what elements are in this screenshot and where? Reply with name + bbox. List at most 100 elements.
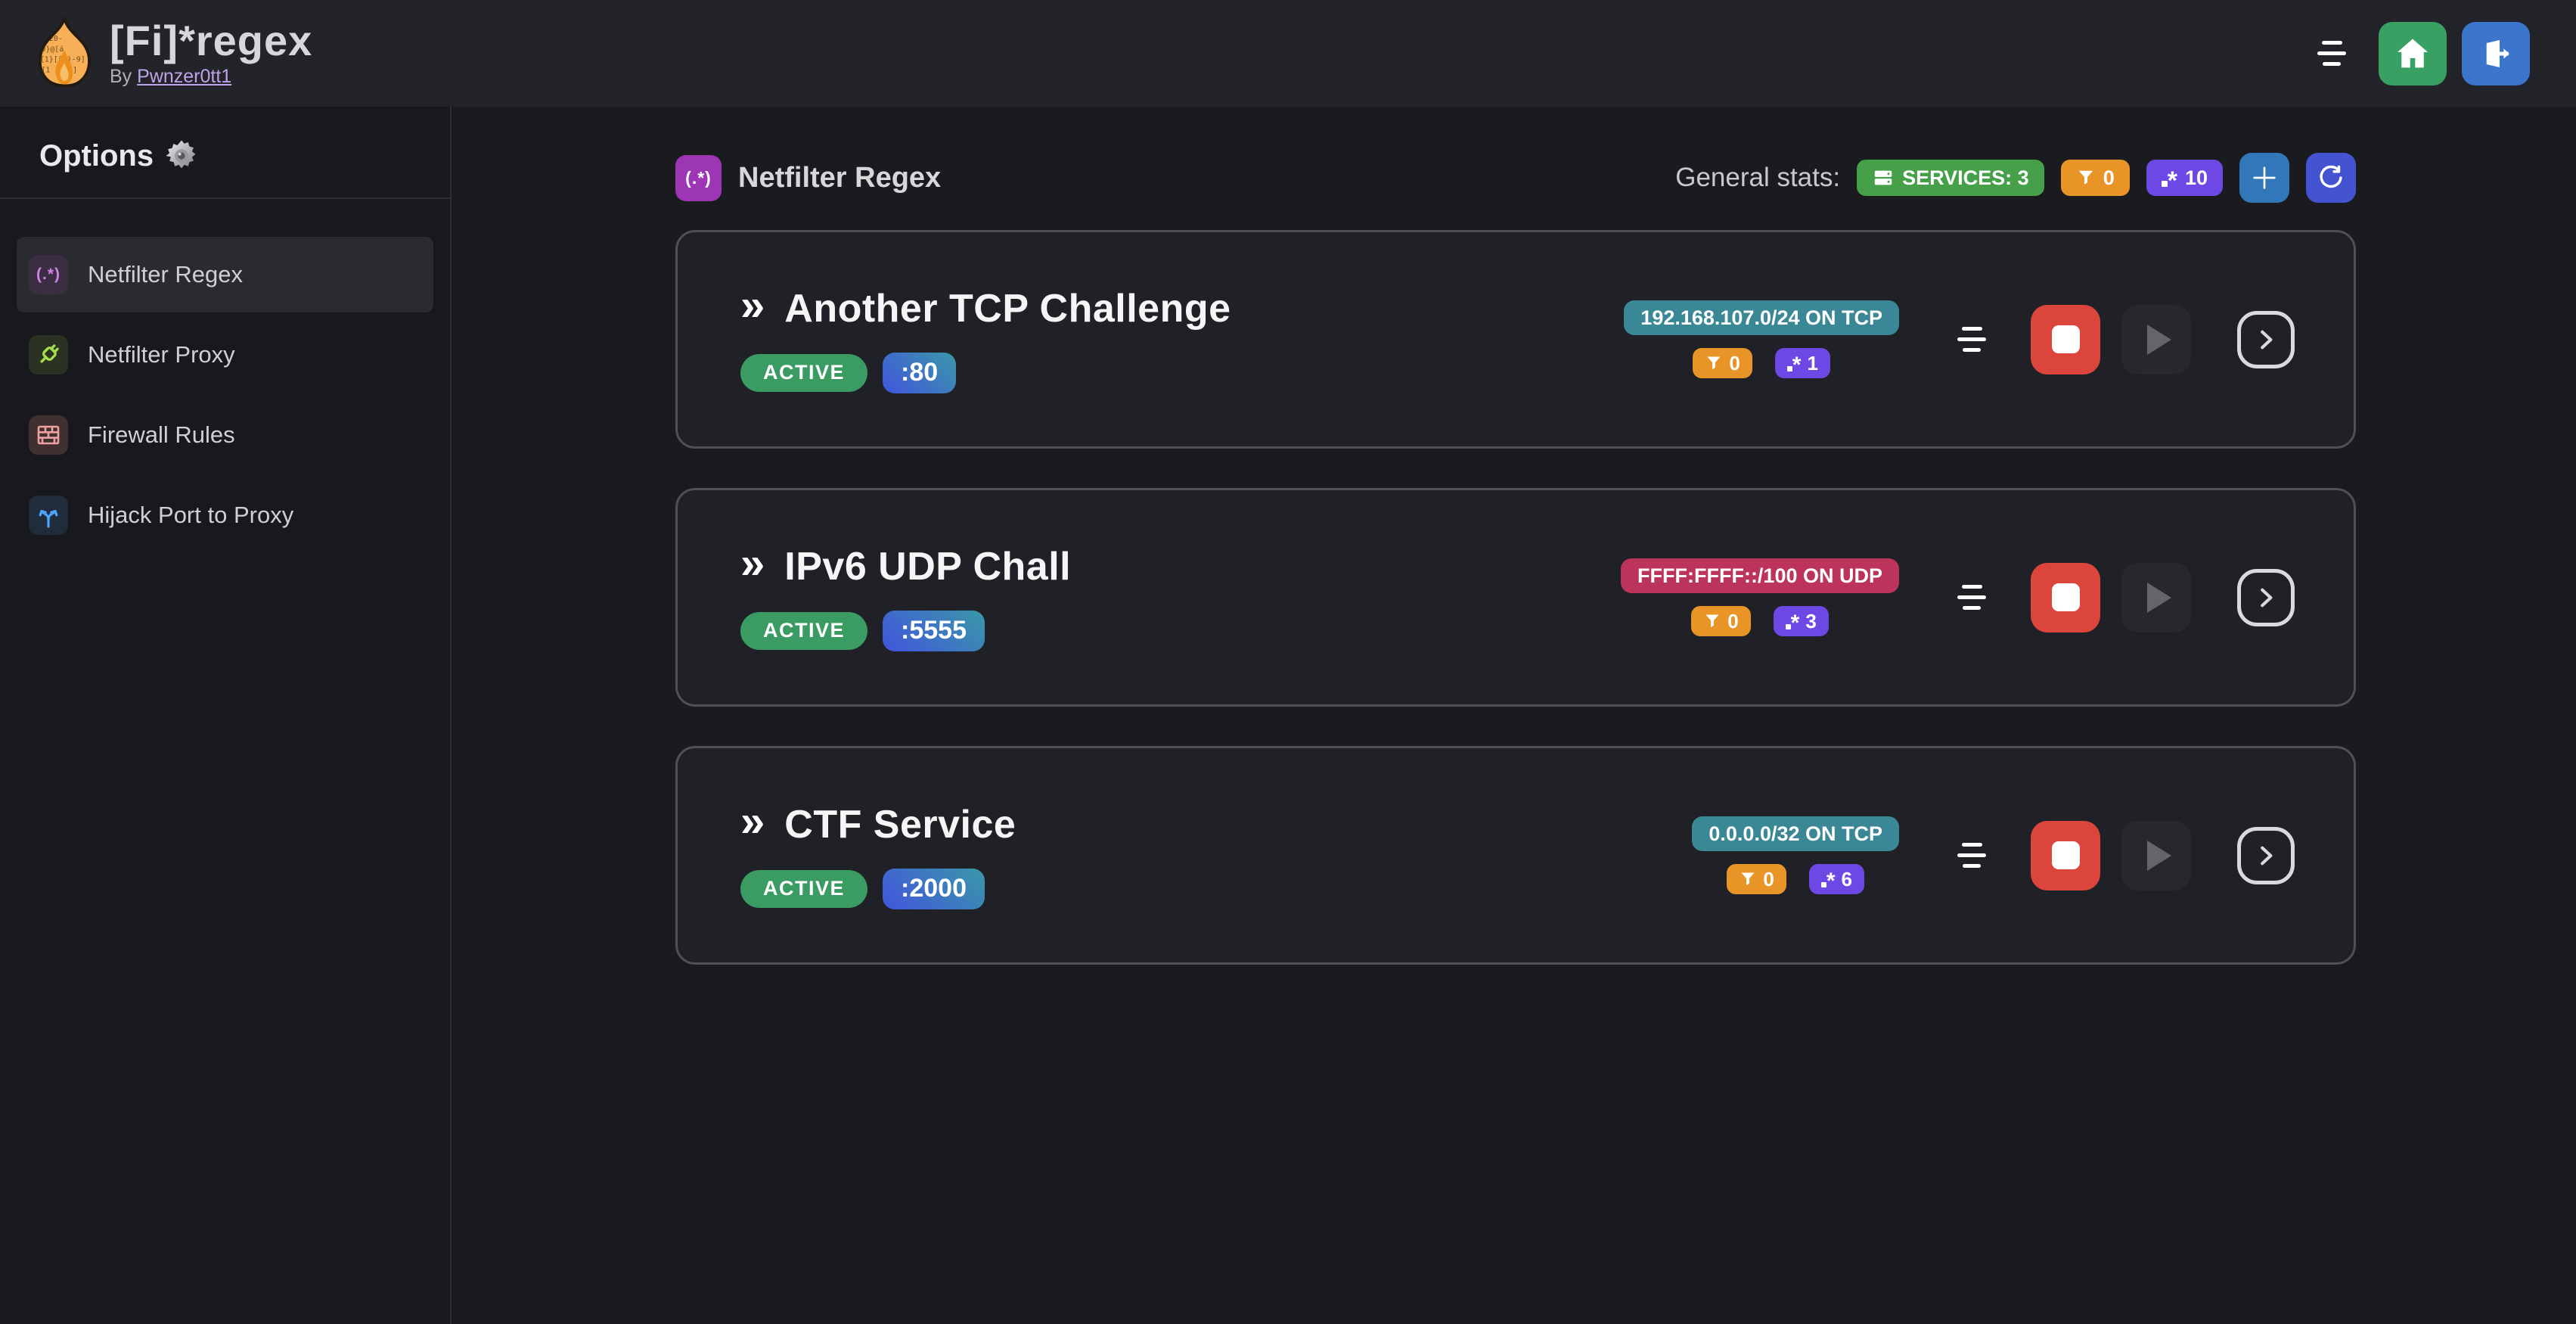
navbar-actions <box>2309 21 2530 85</box>
svg-text:0}@[á: 0}@[á <box>41 44 64 53</box>
byline-prefix: By <box>110 66 132 88</box>
refresh-button[interactable] <box>2306 153 2356 203</box>
play-icon <box>2147 582 2171 613</box>
filters-count-badge: 0 <box>2060 160 2130 196</box>
gear-icon <box>164 138 199 173</box>
split-arrows-icon <box>29 496 68 535</box>
stop-icon <box>2051 583 2080 611</box>
main-area: (.*) Netfilter Regex General stats: SERV… <box>453 107 2576 1324</box>
plug-icon <box>29 335 68 375</box>
port-badge: :5555 <box>883 610 985 651</box>
start-service-button[interactable] <box>2121 562 2191 632</box>
stats-label: General stats: <box>1675 163 1841 192</box>
port-badge: :2000 <box>883 868 985 909</box>
chevron-right-icon <box>2252 325 2280 354</box>
start-service-button[interactable] <box>2121 820 2191 890</box>
stop-icon <box>2051 841 2080 869</box>
regex-section-icon: (.*) <box>675 154 722 201</box>
services-count-badge: SERVICES: 3 <box>1857 160 2044 196</box>
sidebar-divider <box>0 197 450 199</box>
status-badge: ACTIVE <box>740 611 868 650</box>
start-service-button[interactable] <box>2121 304 2191 375</box>
sidebar-item-label: Firewall Rules <box>88 421 235 448</box>
regexes-count-badge: * 10 <box>2146 160 2223 196</box>
section-header: (.*) Netfilter Regex General stats: SERV… <box>675 153 2356 203</box>
open-service-button[interactable] <box>2237 826 2295 884</box>
status-badge: ACTIVE <box>740 869 868 908</box>
sidebar-item-label: Netfilter Proxy <box>88 341 235 368</box>
home-icon <box>2393 34 2432 73</box>
section-title: Netfilter Regex <box>738 161 942 194</box>
regexes-count-badge: * 6 <box>1808 864 1864 894</box>
firegex-flame-logo-icon: -z0- 0}@[á {1}[ª )-9] {1 z] <box>29 15 99 92</box>
regex-dot-star-icon: * <box>2161 166 2177 194</box>
refresh-icon <box>2317 163 2345 192</box>
sidebar-item-label: Hijack Port to Proxy <box>88 502 294 528</box>
regexes-count-badge: * 3 <box>1773 606 1829 636</box>
sidebar-item-hijack-port[interactable]: Hijack Port to Proxy <box>17 477 433 553</box>
service-list: » Another TCP Challenge ACTIVE :80 192.1… <box>675 230 2356 965</box>
plus-icon <box>2249 163 2280 193</box>
regex-dot-star-icon: * <box>1820 869 1836 893</box>
stop-service-button[interactable] <box>2031 562 2100 632</box>
network-badge: 0.0.0.0/32 ON TCP <box>1692 816 1899 851</box>
brand-block: [Fi]*regex By Pwnzer0tt1 <box>110 16 313 89</box>
menu-icon[interactable] <box>2309 31 2354 76</box>
network-badge: 192.168.107.0/24 ON TCP <box>1624 300 1899 335</box>
byline: By Pwnzer0tt1 <box>110 66 312 88</box>
filters-count-badge: 0 <box>1691 606 1751 636</box>
app-title: [Fi]*regex <box>110 16 313 64</box>
service-name: IPv6 UDP Chall <box>784 544 1072 589</box>
sidebar-heading: Options <box>39 138 450 173</box>
brick-wall-icon <box>29 415 68 455</box>
stop-service-button[interactable] <box>2031 304 2100 375</box>
network-badge: FFFF:FFFF::/100 ON UDP <box>1621 558 1899 593</box>
chevron-right-icon <box>2252 583 2280 612</box>
sidebar-item-firewall-rules[interactable]: Firewall Rules <box>17 397 433 473</box>
double-chevron-icon: » <box>740 538 765 588</box>
play-icon <box>2147 840 2171 871</box>
funnel-icon <box>1703 612 1721 630</box>
service-menu-icon[interactable] <box>1949 575 1994 620</box>
logout-icon <box>2477 35 2515 73</box>
double-chevron-icon: » <box>740 796 765 846</box>
double-chevron-icon: » <box>740 280 765 330</box>
port-badge: :80 <box>883 352 957 393</box>
sidebar-item-label: Netfilter Regex <box>88 261 244 287</box>
funnel-icon <box>1739 870 1757 888</box>
logout-button[interactable] <box>2462 21 2530 85</box>
filters-count-badge: 0 <box>1727 864 1786 894</box>
svg-text:-z0-: -z0- <box>45 35 63 43</box>
regex-dot-star-icon: * <box>1786 353 1801 377</box>
general-stats: General stats: SERVICES: 3 <box>1675 153 2356 203</box>
filters-count: 0 <box>2103 166 2115 189</box>
stop-service-button[interactable] <box>2031 820 2100 890</box>
service-name: CTF Service <box>784 802 1016 847</box>
regex-icon: (.*) <box>29 255 68 294</box>
sidebar-item-netfilter-regex[interactable]: (.*) Netfilter Regex <box>17 237 433 312</box>
author-link[interactable]: Pwnzer0tt1 <box>137 66 232 88</box>
open-service-button[interactable] <box>2237 310 2295 368</box>
home-button[interactable] <box>2379 21 2447 85</box>
open-service-button[interactable] <box>2237 568 2295 626</box>
server-icon <box>1872 166 1895 189</box>
stop-icon <box>2051 325 2080 353</box>
service-menu-icon[interactable] <box>1949 833 1994 878</box>
sidebar-heading-label: Options <box>39 138 154 172</box>
funnel-icon <box>1705 354 1723 372</box>
sidebar-menu: (.*) Netfilter Regex Netfilter Proxy <box>17 237 433 553</box>
filters-count-badge: 0 <box>1693 348 1752 378</box>
service-name: Another TCP Challenge <box>784 286 1231 331</box>
chevron-right-icon <box>2252 841 2280 870</box>
funnel-icon <box>2076 168 2096 188</box>
play-icon <box>2147 324 2171 355</box>
service-card: » Another TCP Challenge ACTIVE :80 192.1… <box>675 230 2356 449</box>
sidebar-item-netfilter-proxy[interactable]: Netfilter Proxy <box>17 317 433 393</box>
options-sidebar: Options (.*) Netfilter Regex <box>0 107 452 1324</box>
add-service-button[interactable] <box>2239 153 2289 203</box>
regex-dot-star-icon: * <box>1785 611 1799 635</box>
regexes-count-badge: * 1 <box>1774 348 1830 378</box>
service-card: » CTF Service ACTIVE :2000 0.0.0.0/32 ON… <box>675 746 2356 965</box>
services-count-label: SERVICES: 3 <box>1902 166 2029 189</box>
service-menu-icon[interactable] <box>1949 317 1994 362</box>
